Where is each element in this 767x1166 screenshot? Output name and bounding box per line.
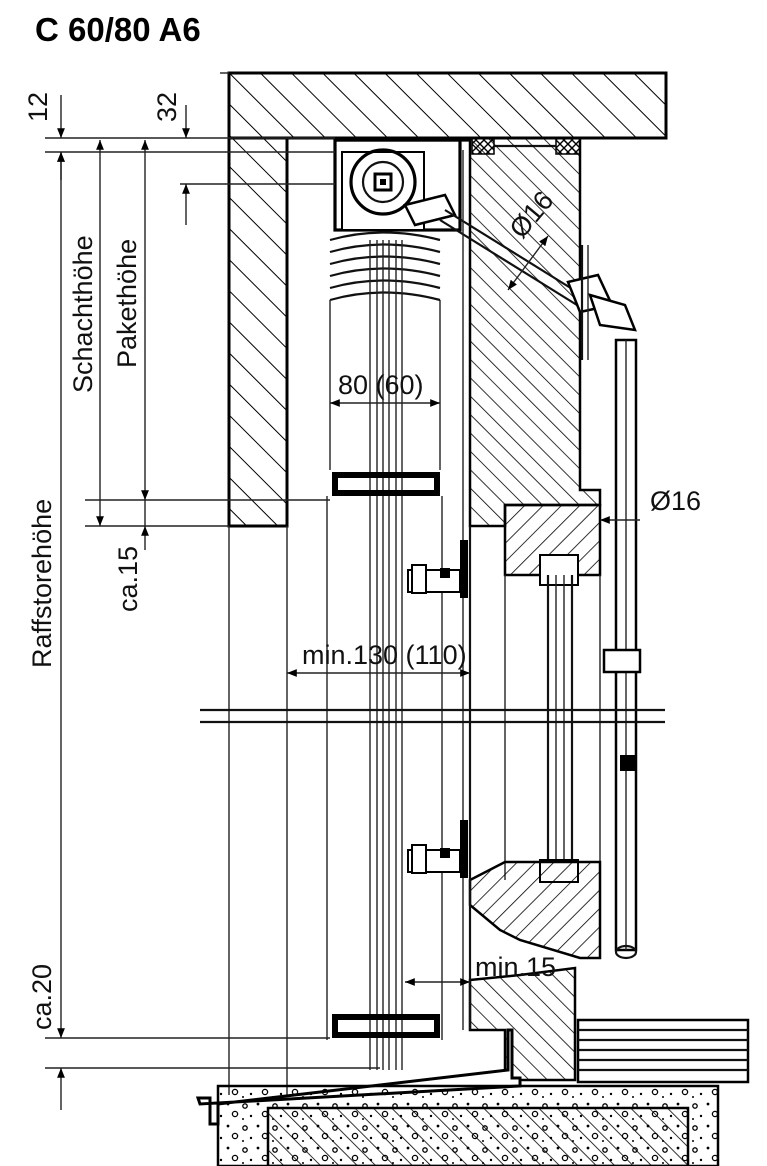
dia-16-right-label: Ø16 [650, 486, 701, 516]
dim-32: 32 [152, 92, 182, 122]
bracket-lower [407, 820, 468, 878]
raffstorehoehe-label: Raffstorehöhe [27, 499, 57, 668]
width-80-60-label: 80 (60) [338, 370, 424, 400]
ca15-label: ca.15 [113, 546, 143, 612]
floor-lines [576, 1018, 750, 1084]
bottom-rail-lower [332, 1014, 440, 1038]
window-frame-upper [503, 503, 602, 586]
floor-slab [216, 1084, 720, 1166]
glass-panes [504, 575, 601, 880]
ceiling-lintel [220, 71, 668, 140]
min-15-label: min.15 [475, 952, 556, 982]
bracket-upper [407, 540, 468, 598]
min-130-110-label: min.130 (110) [302, 640, 467, 670]
left-wall [227, 136, 289, 1095]
crank-rod [602, 338, 642, 960]
dimension-lines [45, 95, 640, 1110]
break-line [200, 708, 665, 724]
window-frame-lower [468, 859, 602, 1082]
dim-12: 12 [23, 92, 53, 122]
drawing-title: C 60/80 A6 [35, 11, 201, 48]
schachthoehe-label: Schachthöhe [68, 235, 98, 393]
lamella-packet [329, 231, 441, 1070]
bottom-rail-upper [332, 472, 440, 496]
ca20-label: ca.20 [27, 964, 57, 1030]
pakethoehe-label: Pakethöhe [112, 239, 142, 368]
